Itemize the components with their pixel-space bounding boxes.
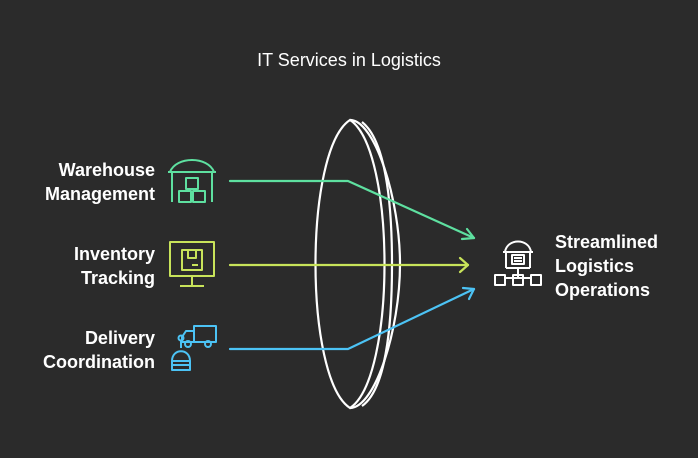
label-line: Streamlined	[555, 232, 659, 252]
arrow-delivery	[228, 286, 476, 351]
warehouse-icon	[168, 159, 216, 203]
label-line: Management	[44, 184, 155, 204]
label-line: Warehouse	[58, 160, 155, 180]
label-line: Coordination	[43, 352, 155, 372]
arrow-inventory	[228, 256, 470, 274]
warehouse-network-icon	[494, 240, 542, 286]
label-line: Tracking	[80, 268, 155, 288]
label-line: Inventory	[73, 244, 155, 264]
monitor-box-icon	[169, 241, 215, 287]
label-delivery-coordination: Delivery Coordination	[0, 326, 155, 374]
truck-robot-icon	[171, 325, 217, 371]
label-warehouse-management: Warehouse Management	[0, 158, 155, 206]
label-line: Delivery	[84, 328, 155, 348]
label-line: Operations	[555, 280, 651, 300]
label-inventory-tracking: Inventory Tracking	[0, 242, 155, 290]
diagram-title: IT Services in Logistics	[257, 50, 441, 70]
label-line: Logistics	[555, 256, 635, 276]
label-streamlined-operations: Streamlined Logistics Operations	[555, 230, 658, 302]
arrow-warehouse	[228, 179, 476, 241]
